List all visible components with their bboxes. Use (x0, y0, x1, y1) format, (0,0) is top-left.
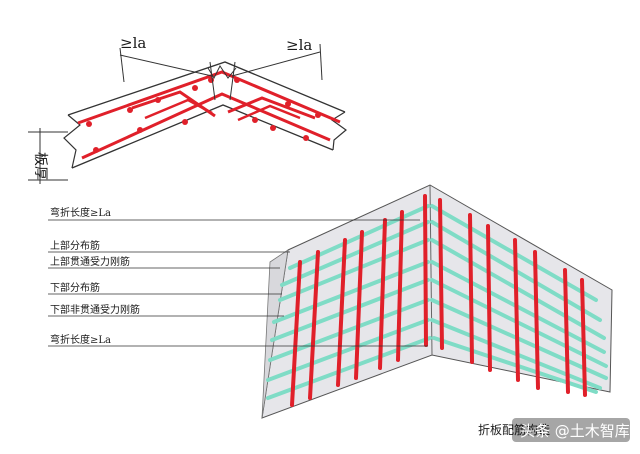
section-dots (86, 77, 321, 153)
left-break-line (63, 114, 81, 169)
slab-left-face (261, 249, 289, 419)
folded-slab-3d (261, 184, 613, 419)
bent-bar-right (227, 96, 316, 120)
thickness-dimension (28, 128, 68, 184)
callout-bottom-distribution: 下部分布筋 (50, 281, 100, 294)
callout-bottom-nonthrough-main: 下部非贯通受力刚筋 (50, 303, 140, 316)
distribution-bars (266, 204, 608, 400)
bottom-rebar (81, 92, 331, 160)
top-section-detail: ≥la ≥la 板厚 (28, 34, 347, 184)
dimension-lines (119, 43, 323, 101)
bent-bar-right-2 (237, 104, 301, 122)
dim-right-label: ≥la (286, 36, 312, 54)
bent-bar-left-2 (144, 98, 213, 120)
dim-left-label: ≥la (120, 34, 146, 52)
callout-top-distribution: 上部分布筋 (50, 239, 100, 252)
slab-top-edge (67, 61, 346, 116)
top-rebar (77, 70, 341, 125)
slab-bottom-edge (71, 104, 334, 169)
main-rebars (290, 194, 587, 407)
callout-top-through-main: 上部贯通受力刚筋 (50, 255, 130, 268)
callout-leaders (48, 219, 428, 347)
thickness-label: 板厚 (32, 152, 48, 180)
watermark-bg (512, 418, 630, 442)
watermark: 头条 @土木智库 (520, 422, 630, 440)
figure-caption: 折板配筋构造 (478, 422, 550, 437)
ridge-line (429, 184, 433, 356)
callout-bend-length-bottom: 弯折长度≥La (50, 333, 111, 346)
right-break-line (330, 111, 347, 151)
callout-bend-length-top: 弯折长度≥La (50, 206, 111, 219)
